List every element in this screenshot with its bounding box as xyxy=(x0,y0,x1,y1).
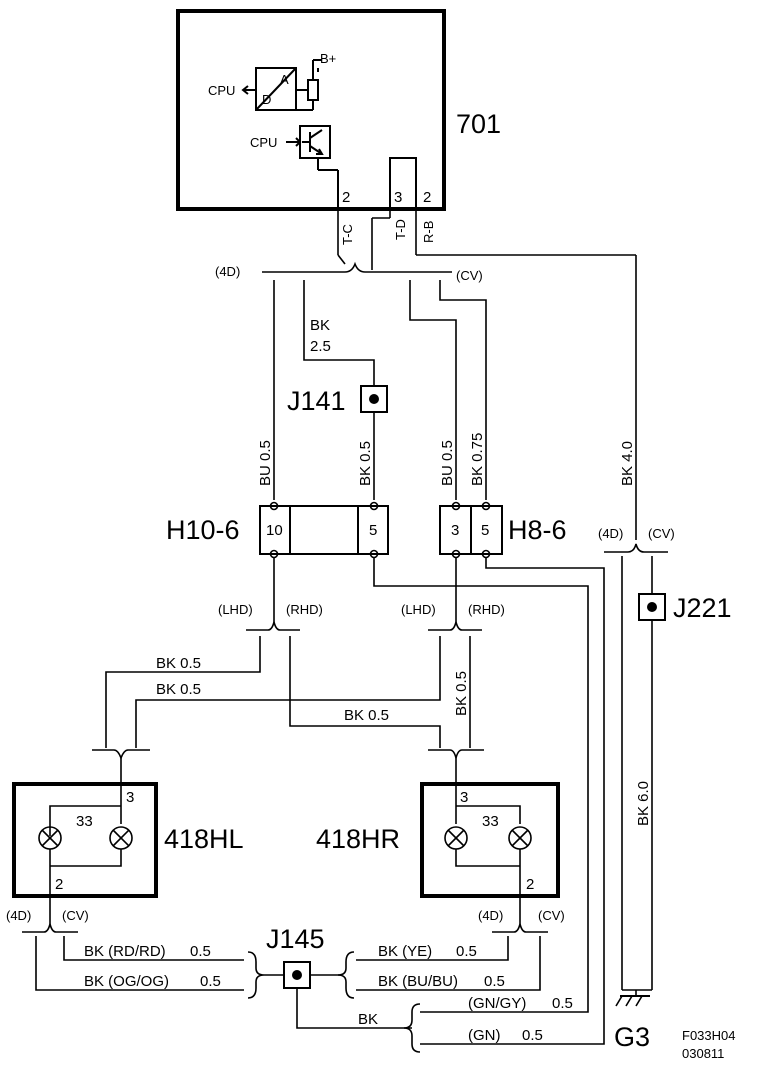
h10-pin-5: 5 xyxy=(369,522,377,539)
wire-bk-ye: BK (YE) xyxy=(378,943,432,960)
418hl-label: 418HL xyxy=(164,824,244,854)
footer-date: 030811 xyxy=(682,1046,724,1061)
wire-gn-size: 0.5 xyxy=(522,1027,543,1044)
lamp-418hr: 3 33 2 418HR xyxy=(316,782,560,898)
wire-bk05-c: BK 0.5 xyxy=(344,707,389,724)
top-4d-label: (4D) xyxy=(215,264,240,279)
br-4d-label: (4D) xyxy=(478,908,503,923)
j221-label: J221 xyxy=(673,593,732,623)
h8-6-label: H8-6 xyxy=(508,515,567,545)
br-cv-label: (CV) xyxy=(538,908,565,923)
right-cv-label: (CV) xyxy=(648,526,675,541)
connector-h8-6: 3 5 H8-6 xyxy=(439,501,567,559)
h8-pin-3: 3 xyxy=(451,522,459,539)
cpu-in-label: CPU xyxy=(250,135,277,150)
j145-label: J145 xyxy=(266,924,325,954)
wire-bk-og-size: 0.5 xyxy=(200,973,221,990)
wire-gn: (GN) xyxy=(468,1027,501,1044)
bottom-left-wires: (4D) (CV) BK (RD/RD) 0.5 BK (OG/OG) 0.5 xyxy=(6,896,284,999)
wire-bk60: BK 6.0 xyxy=(635,781,652,826)
h8-pin-5: 5 xyxy=(481,522,489,539)
wire-bk05-d: BK 0.5 xyxy=(453,671,470,716)
bk-25-size: 2.5 xyxy=(310,338,331,355)
top-variant-brace: (4D) (CV) xyxy=(215,254,483,283)
h10-6-label: H10-6 xyxy=(166,515,240,545)
wire-bk-bu: BK (BU/BU) xyxy=(378,973,458,990)
wire-bu05-right: BU 0.5 xyxy=(439,440,456,486)
bottom-right-wires: (4D) (CV) BK (YE) 0.5 BK (BU/BU) 0.5 xyxy=(337,896,565,999)
wire-bk-rd: BK (RD/RD) xyxy=(84,943,166,960)
wire-bk40: BK 4.0 xyxy=(619,441,636,486)
bl-cv-label: (CV) xyxy=(62,908,89,923)
ecu-pin-rb: 2 xyxy=(423,189,431,206)
left-lhd-label: (LHD) xyxy=(218,602,253,617)
ecu-701-label: 701 xyxy=(456,109,501,139)
right-4d-label: (4D) xyxy=(598,526,623,541)
sig-tc-label: T-C xyxy=(340,224,355,245)
bplus-label: B+ xyxy=(320,51,336,66)
lamp-418hl: 3 33 2 418HL xyxy=(12,782,244,898)
crossing-wires: BK 0.5 BK 0.5 BK 0.5 BK 0.5 xyxy=(92,636,484,784)
ecu-pin-tc: 2 xyxy=(342,189,350,206)
left-rhd-label: (RHD) xyxy=(286,602,323,617)
return-wires: (GN/GY) 0.5 (GN) 0.5 xyxy=(373,558,605,1045)
wire-bk05-j141: BK 0.5 xyxy=(357,441,374,486)
sig-td-label: T-D xyxy=(393,219,408,240)
wire-bu05-left: BU 0.5 xyxy=(257,440,274,486)
right-ground-path: (4D) (CV) J221 BK 6.0 G3 xyxy=(598,526,732,1052)
wire-bk-j145: BK xyxy=(358,1011,378,1028)
wire-bk075: BK 0.75 xyxy=(469,433,486,486)
wire-gn-gy: (GN/GY) xyxy=(468,995,526,1012)
connector-h10-6: 10 5 H10-6 xyxy=(166,501,389,559)
sig-rb-label: R-B xyxy=(421,221,436,243)
hl-pin-3: 3 xyxy=(126,789,134,806)
h10-pin-10: 10 xyxy=(266,522,283,539)
ecu-701: A D CPU B+ CPU 2 3 2 701 xyxy=(176,9,501,211)
right-rhd-label: (RHD) xyxy=(468,602,505,617)
right-lhd-label: (LHD) xyxy=(401,602,436,617)
hr-pin-3: 3 xyxy=(460,789,468,806)
splice-j145: J145 BK xyxy=(266,924,421,1053)
cpu-out-label: CPU xyxy=(208,83,235,98)
splice-j141: J141 xyxy=(287,385,388,500)
wire-bk-bu-size: 0.5 xyxy=(484,973,505,990)
wire-bk05-a: BK 0.5 xyxy=(156,655,201,672)
hl-internal: 33 xyxy=(76,813,93,830)
wire-bk-og: BK (OG/OG) xyxy=(84,973,169,990)
418hr-label: 418HR xyxy=(316,824,400,854)
wire-bk-ye-size: 0.5 xyxy=(456,943,477,960)
lhd-rhd-braces: (LHD) (RHD) (LHD) (RHD) xyxy=(218,558,505,631)
footer-code: F033H04 xyxy=(682,1028,735,1043)
mid-wires: BK 2.5 BU 0.5 BK 0.5 BU 0.5 BK 0.75 BK 4… xyxy=(257,255,637,540)
top-cv-label: (CV) xyxy=(456,268,483,283)
j141-label: J141 xyxy=(287,386,346,416)
ecu-output-wires: T-C T-D R-B xyxy=(337,209,636,270)
ecu-pin-td: 3 xyxy=(394,189,402,206)
wire-bk05-b: BK 0.5 xyxy=(156,681,201,698)
hr-internal: 33 xyxy=(482,813,499,830)
bk-25-label: BK xyxy=(310,317,330,334)
bl-4d-label: (4D) xyxy=(6,908,31,923)
adc-a-label: A xyxy=(280,72,289,87)
wire-gn-gy-size: 0.5 xyxy=(552,995,573,1012)
wire-bk-rd-size: 0.5 xyxy=(190,943,211,960)
hl-pin-2: 2 xyxy=(55,876,63,893)
adc-d-label: D xyxy=(262,92,271,107)
g3-label: G3 xyxy=(614,1022,650,1052)
hr-pin-2: 2 xyxy=(526,876,534,893)
